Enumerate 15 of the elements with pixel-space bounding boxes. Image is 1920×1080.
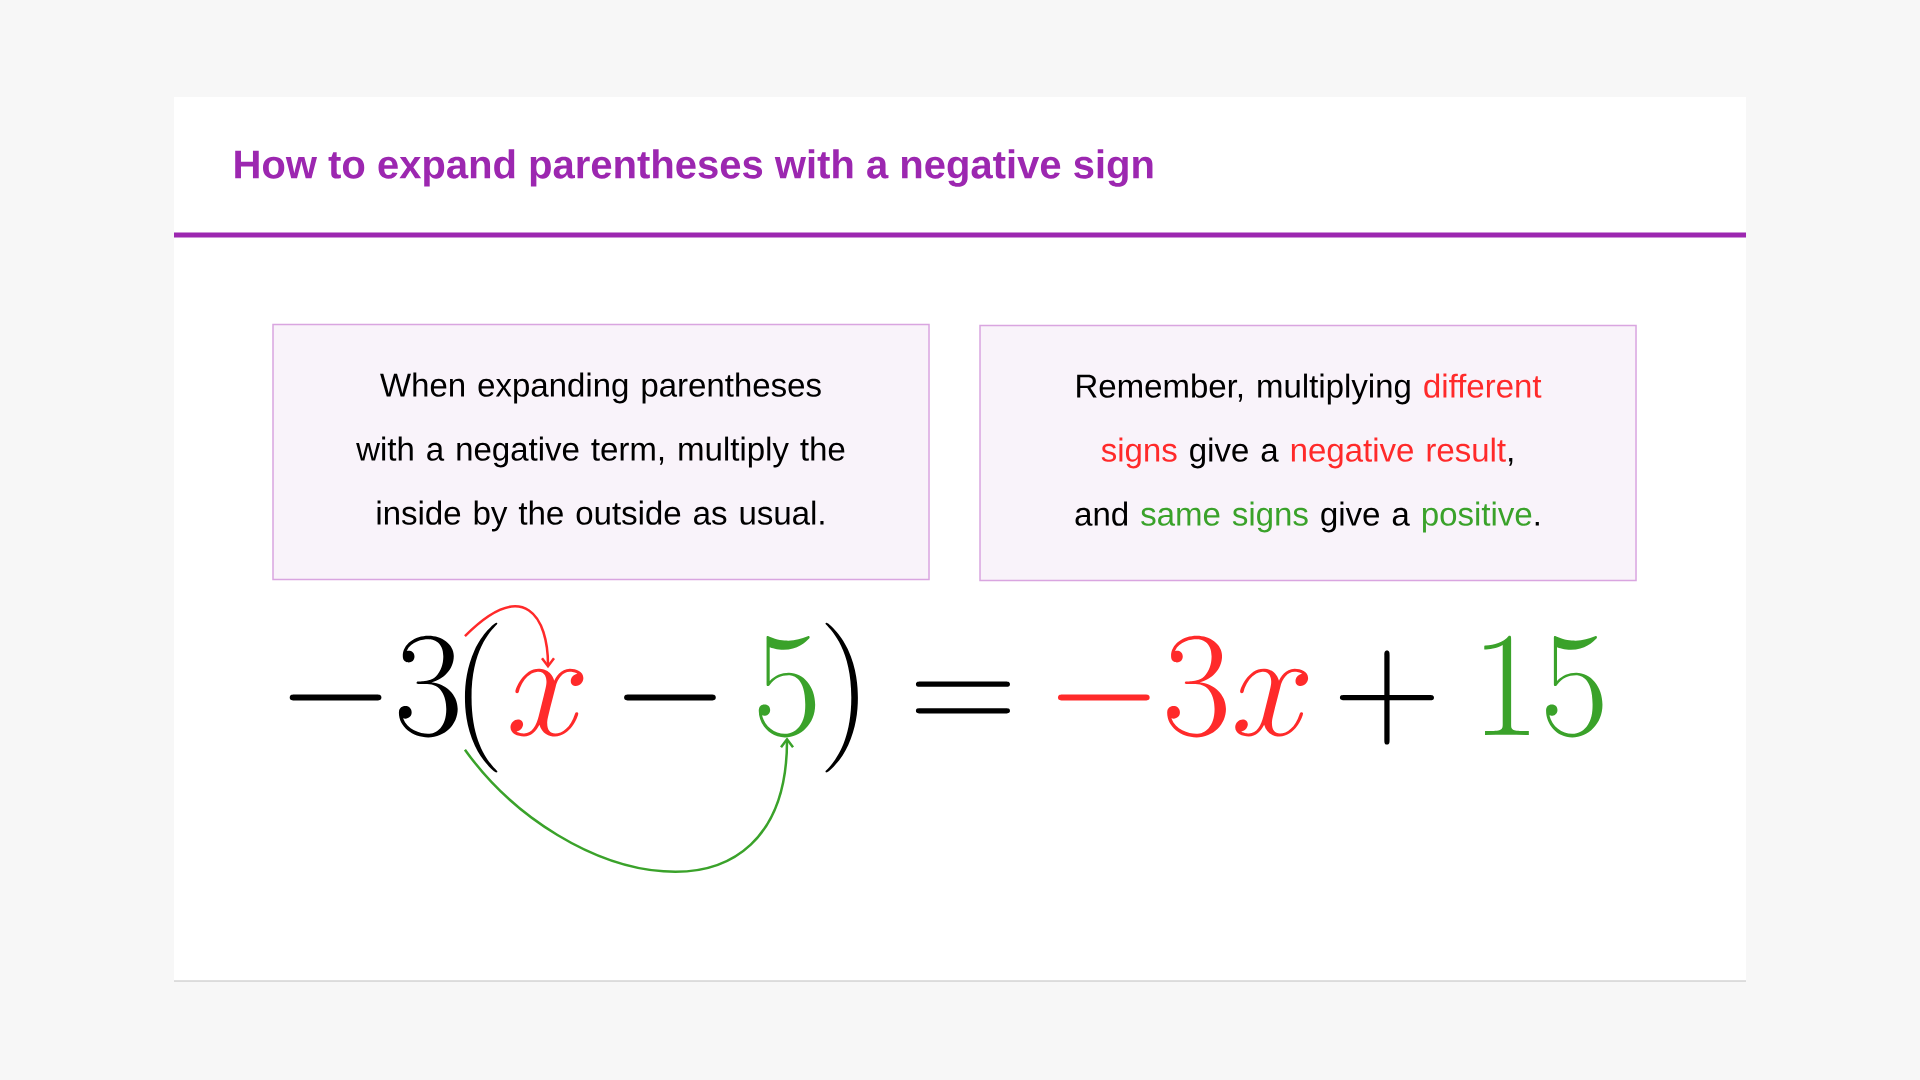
formula-term: $5$	[758, 636, 816, 738]
title: How to expand parentheses with a negative sign	[235, 149, 1153, 187]
arrow	[463, 737, 794, 873]
formula-term: $)$	[825, 622, 858, 773]
formula-term: $-3$	[289, 635, 458, 738]
formula-term: $x$	[510, 668, 584, 737]
formula-term: $+$	[1339, 650, 1434, 745]
text-box: Remember, multiplying different signs give a negative result, and same signs give a positive.	[979, 324, 1637, 582]
text-box: When expanding parentheses with a negative term, multiply the inside by the outside as usual.	[272, 323, 930, 581]
formula-term: $-$	[624, 694, 716, 701]
formula-term: $-3x$	[1058, 635, 1309, 738]
formula-term: $=$	[915, 681, 1010, 714]
formula-term: $15$	[1484, 635, 1603, 738]
formula-term: $($	[464, 622, 498, 773]
arrow	[464, 605, 555, 669]
